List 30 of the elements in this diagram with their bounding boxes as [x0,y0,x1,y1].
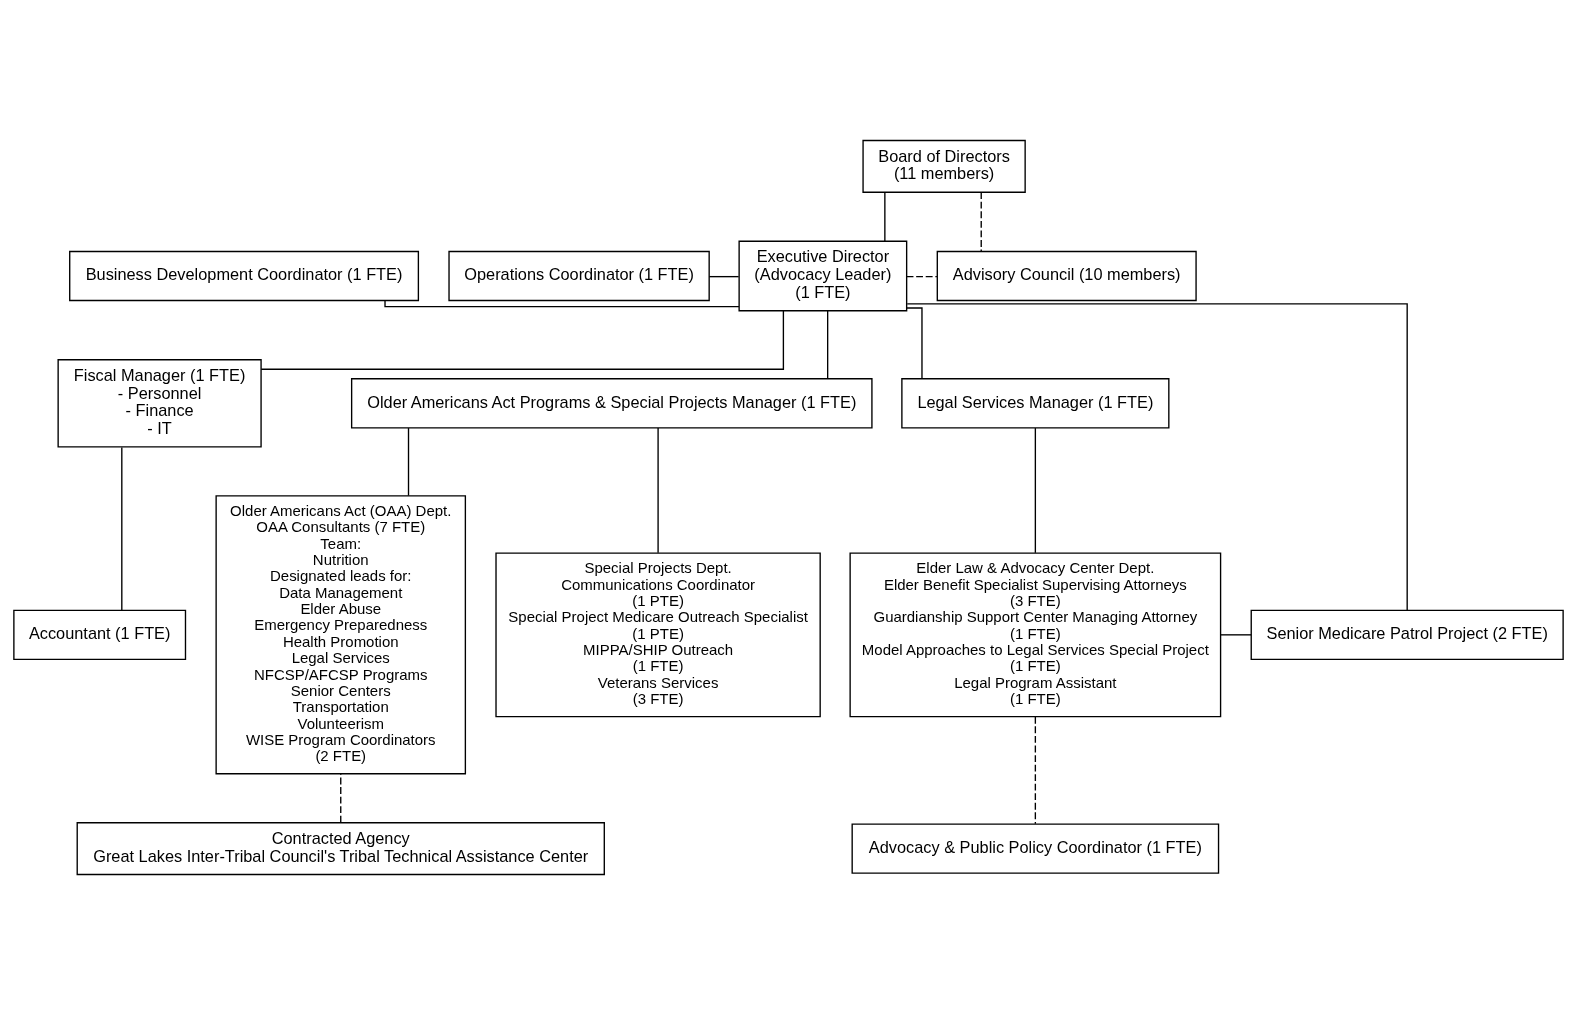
node-box: Board of Directors (11 members) [862,139,1026,193]
node-box: Accountant (1 FTE) [13,609,187,661]
connector [121,446,123,611]
connector [708,275,740,278]
node-box: Older Americans Act Programs & Special Projects Manager (1 FTE) [350,378,873,429]
connector [407,427,410,497]
connector [980,191,982,252]
node-box: Executive Director (Advocacy Leader) (1 FTE) [738,240,908,312]
node-box: Senior Medicare Patrol Project (2 FTE) [1250,609,1564,661]
node-box: Advocacy & Public Policy Coordinator (1 FTE) [851,823,1220,874]
connector [1034,716,1037,825]
node-box: Contracted Agency Great Lakes Inter-Tribal Council's Tribal Technical Assistance Center [76,822,605,876]
connector [340,773,342,824]
connector [1034,427,1037,554]
node-box: Fiscal Manager (1 FTE) - Personnel - Finance - IT [57,359,262,448]
connector [657,427,659,554]
connector [1220,634,1252,636]
node-box: Elder Law & Advocacy Center Dept. Elder Benefit Specialist Supervising Attorneys (3 FTE) Guardianship Support Center Managing Attorney (1 FTE) Model Approaches to Legal Services Special Project (1 FTE) Legal Program Assistant (1 FTE) [849,552,1222,718]
node-box: Operations Coordinator (1 FTE) [448,250,710,302]
node-box: Advisory Council (10 members) [936,250,1197,302]
connector [260,310,785,370]
node-box: Business Development Coordinator (1 FTE) [69,250,420,302]
node-box: Legal Services Manager (1 FTE) [901,378,1170,429]
connector [827,310,829,380]
connector [906,303,1408,611]
node-box: Older Americans Act (OAA) Dept. OAA Consultants (7 FTE) Team: Nutrition Designated leads for: Data Management Elder Abuse Emergency Preparedness Health Promotion Legal Services NFCSP/AFCSP Programs Senior Centers Transportation Volunteerism WISE Program Coordinators (2 FTE) [215,495,467,775]
connector [906,275,938,278]
node-box: Special Projects Dept. Communications Coordinator (1 PTE) Special Project Medicare Outreach Specialist (1 PTE) MIPPA/SHIP Outreach (1 FTE) Veterans Services (3 FTE) [495,552,821,718]
connector [906,307,923,380]
connector [884,191,886,242]
